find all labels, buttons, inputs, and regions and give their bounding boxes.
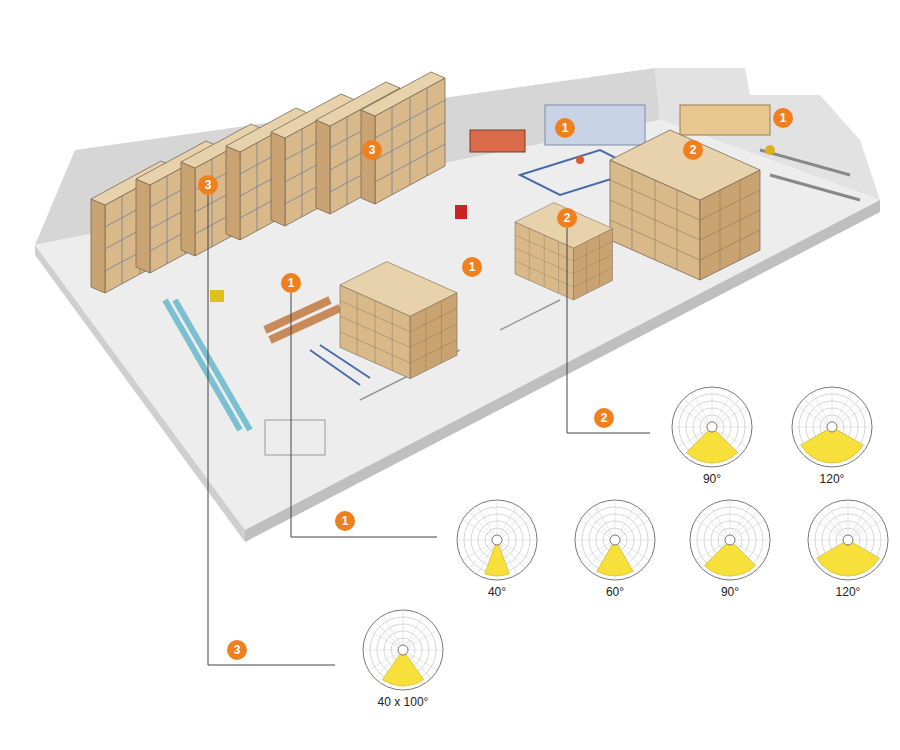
block-stack xyxy=(610,130,760,280)
rack-rows xyxy=(91,72,445,293)
platform xyxy=(680,105,770,135)
beam-angle: 90° xyxy=(701,472,723,486)
leader-line xyxy=(567,228,650,433)
leader-line xyxy=(291,293,437,537)
floor-edge xyxy=(245,200,880,542)
polar-diagram xyxy=(690,500,770,580)
callout-number: 1 xyxy=(462,257,482,277)
callout-number: 1 xyxy=(281,273,301,293)
callout-number: 2 xyxy=(594,408,614,428)
leader-line xyxy=(208,195,335,665)
beam-angle: 40 x 100° xyxy=(376,695,431,709)
callout-number: 1 xyxy=(773,108,793,128)
callout-number: 2 xyxy=(557,208,577,228)
floor-edge xyxy=(35,245,245,542)
floor xyxy=(35,120,880,530)
block-stack xyxy=(340,262,457,379)
callout-number: 3 xyxy=(362,140,382,160)
block-stacks xyxy=(340,130,760,379)
pallets xyxy=(265,300,340,340)
beam-diagrams xyxy=(363,387,888,690)
polar-diagram xyxy=(363,610,443,690)
callout-number: 1 xyxy=(555,118,575,138)
callout-number: 2 xyxy=(683,140,703,160)
mezzanine xyxy=(470,130,525,152)
machine xyxy=(545,105,645,145)
cage xyxy=(265,420,325,455)
block-stack xyxy=(515,203,613,301)
forklift xyxy=(210,290,224,302)
polar-diagram xyxy=(792,387,872,467)
beam-angle: 90° xyxy=(719,585,741,599)
beam-angle: 120° xyxy=(818,472,847,486)
docks xyxy=(760,150,860,200)
callout-number: 1 xyxy=(335,511,355,531)
forklift xyxy=(455,205,467,219)
polar-diagram xyxy=(575,500,655,580)
callout-number: 3 xyxy=(227,640,247,660)
polar-diagram xyxy=(808,500,888,580)
leader-lines xyxy=(208,195,650,665)
rack-row xyxy=(361,72,445,204)
production-area xyxy=(165,105,860,455)
beam-angle: 120° xyxy=(834,585,863,599)
callout-number: 3 xyxy=(198,175,218,195)
robot xyxy=(765,145,775,155)
building xyxy=(35,68,880,542)
beam-angle: 40° xyxy=(486,585,508,599)
polar-diagram xyxy=(672,387,752,467)
robot xyxy=(576,156,584,164)
polar-diagram xyxy=(457,500,537,580)
beam-angle: 60° xyxy=(604,585,626,599)
